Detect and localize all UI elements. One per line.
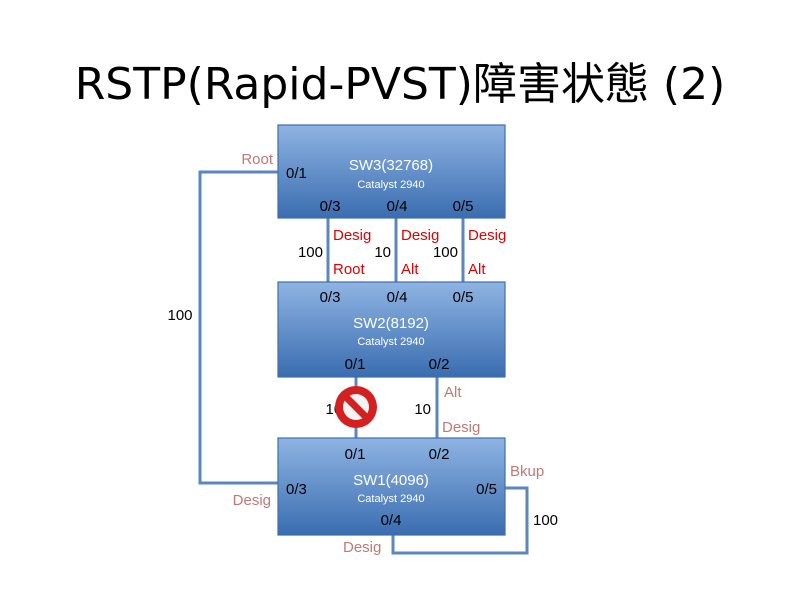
- sw2-model: Catalyst 2940: [357, 336, 424, 348]
- cost-sw3-sw1-outer: 100: [167, 307, 192, 324]
- sw1-port-0-4: 0/4: [381, 512, 402, 529]
- role-sw1-port2: Desig: [442, 419, 480, 436]
- sw2-port-0-5: 0/5: [453, 289, 474, 306]
- sw1-port-0-2: 0/2: [429, 446, 450, 463]
- switch-sw3[interactable]: [277, 124, 506, 219]
- sw2-port-0-2: 0/2: [429, 356, 450, 373]
- sw2-name: SW2(8192): [353, 315, 429, 332]
- sw2-port-0-1: 0/1: [345, 356, 366, 373]
- switch-sw1[interactable]: [277, 437, 506, 536]
- page-title: RSTP(Rapid-PVST)障害状態 (2): [74, 59, 726, 110]
- sw2-port-0-3: 0/3: [320, 289, 341, 306]
- sw1-port-0-3: 0/3: [286, 481, 307, 498]
- sw3-name: SW3(32768): [349, 157, 433, 174]
- cost-sw3-sw2-port5: 100: [433, 244, 458, 261]
- role-sw3-port4: Desig: [401, 227, 439, 244]
- role-sw1-port5: Bkup: [510, 463, 544, 480]
- role-sw2-port2: Alt: [444, 384, 462, 401]
- sw1-model: Catalyst 2940: [357, 493, 424, 505]
- sw3-port-0-5: 0/5: [453, 198, 474, 215]
- sw2-port-0-4: 0/4: [387, 289, 408, 306]
- role-sw2-port4: Alt: [401, 261, 419, 278]
- sw1-name: SW1(4096): [353, 472, 429, 489]
- no-entry-icon: [335, 386, 377, 428]
- sw3-port-0-4: 0/4: [387, 198, 408, 215]
- cost-sw1-loop: 100: [533, 512, 558, 529]
- role-sw3-port1: Root: [241, 151, 274, 168]
- sw3-model: Catalyst 2940: [357, 179, 424, 191]
- link-sw3-sw1-outer: [198, 170, 278, 485]
- role-sw2-port3: Root: [333, 261, 366, 278]
- role-sw3-port5: Desig: [468, 227, 506, 244]
- cost-sw3-sw2-port3: 100: [298, 244, 323, 261]
- role-sw1-port3: Desig: [233, 492, 271, 509]
- role-sw2-port5: Alt: [468, 261, 486, 278]
- sw1-port-0-1: 0/1: [345, 446, 366, 463]
- role-sw1-port4: Desig: [343, 539, 381, 556]
- sw3-port-0-3: 0/3: [320, 198, 341, 215]
- cost-sw3-sw2-port4: 10: [374, 244, 391, 261]
- switch-sw2[interactable]: [277, 281, 506, 378]
- sw3-port-0-1: 0/1: [286, 165, 307, 182]
- role-sw3-port3: Desig: [333, 227, 371, 244]
- sw1-port-0-5: 0/5: [476, 481, 497, 498]
- cost-sw2-sw1-port2: 10: [414, 401, 431, 418]
- link-sw1-loop: [391, 486, 529, 555]
